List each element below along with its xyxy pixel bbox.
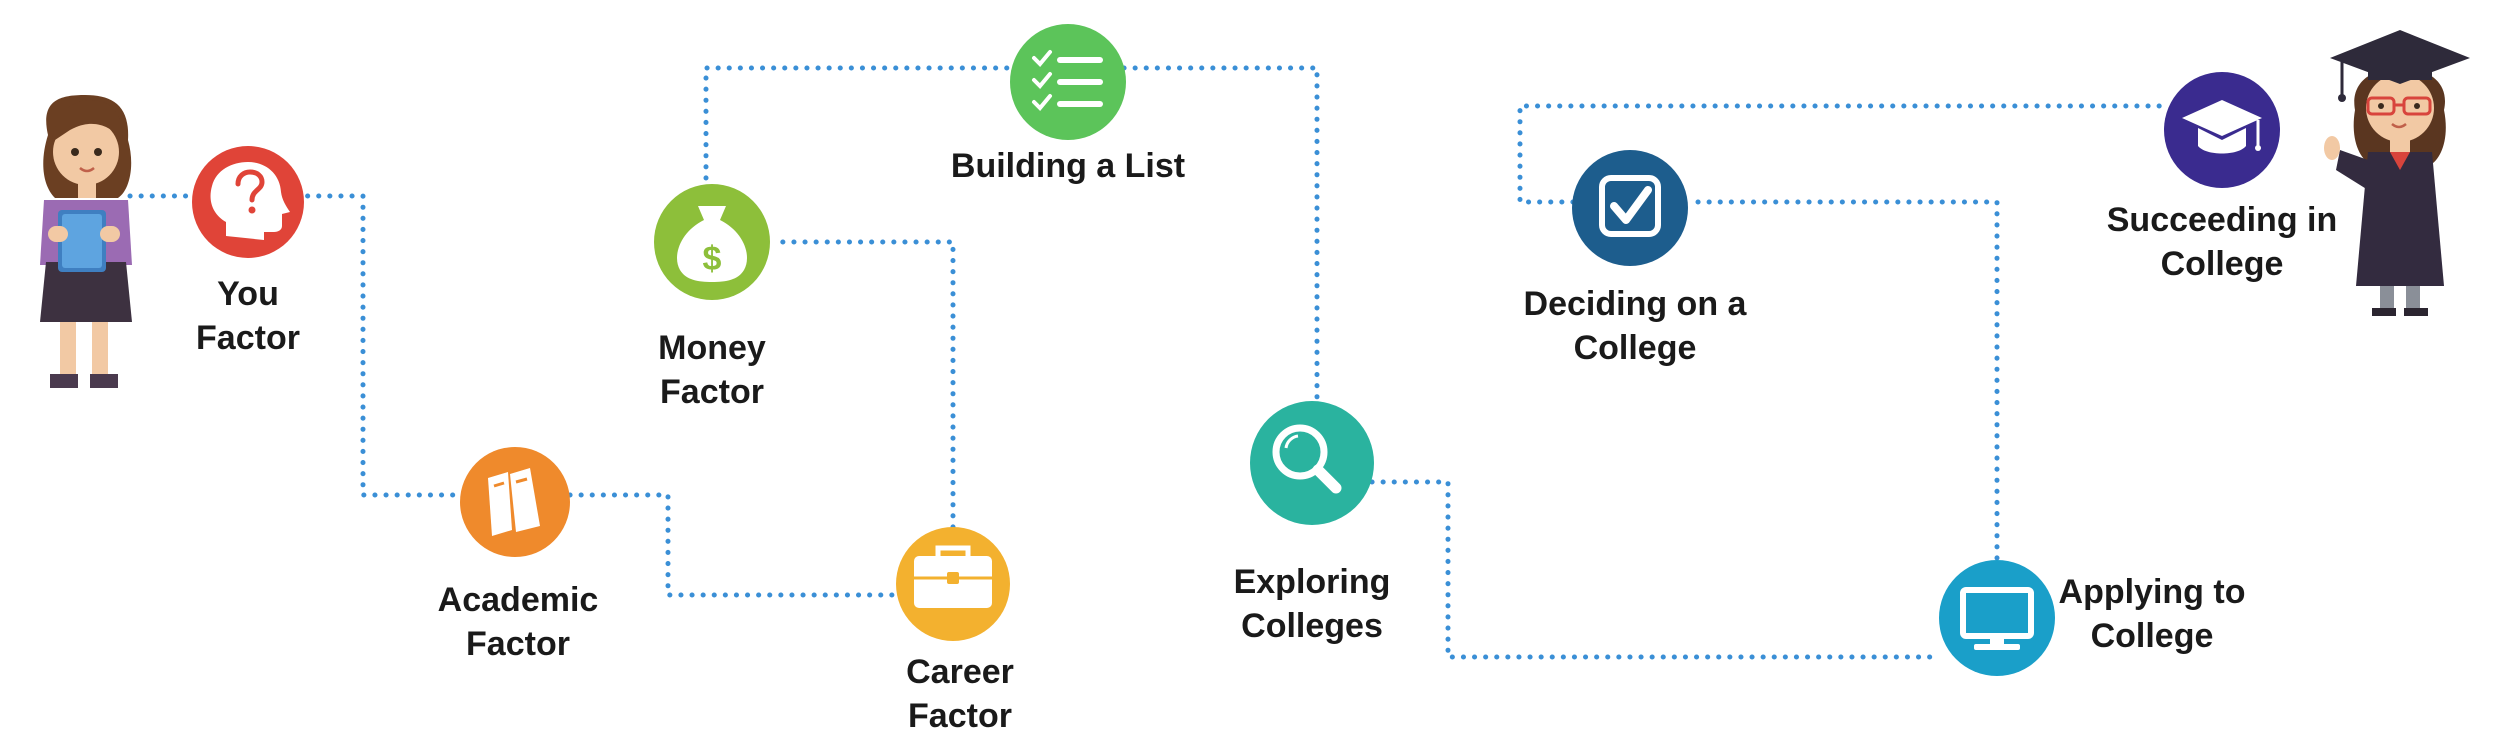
- label-deciding-college: Deciding on a College: [1510, 282, 1760, 370]
- node-list: [1010, 24, 1126, 140]
- student-girl-illustration: [40, 95, 132, 388]
- label-career-line1: Career: [906, 653, 1014, 691]
- label-succeeding-line1: Succeeding in: [2106, 201, 2338, 239]
- graduation-cap-icon: [2182, 100, 2262, 154]
- magnifier-icon: [1272, 424, 1342, 494]
- label-deciding-line1: Deciding on a: [1523, 285, 1747, 323]
- label-you-line1: You: [217, 275, 279, 313]
- label-you-line2: Factor: [196, 319, 300, 357]
- label-money-factor: Money Factor: [632, 326, 792, 414]
- label-succeeding-line2: College: [2160, 245, 2284, 283]
- label-deciding-line2: College: [1573, 329, 1697, 367]
- label-academic-line2: Factor: [466, 625, 570, 663]
- label-academic-line1: Academic: [437, 581, 599, 619]
- node-career: [896, 527, 1010, 641]
- checklist-icon: [1032, 50, 1103, 111]
- label-career-factor: Career Factor: [880, 650, 1040, 738]
- connector-deciding-succeeding: [1517, 103, 2163, 205]
- head-question-icon: [210, 162, 290, 240]
- graduate-illustration: [2324, 30, 2470, 316]
- label-academic-factor: Academic Factor: [418, 578, 618, 666]
- connector-exploring-applying: [1369, 479, 1943, 660]
- money-bag-icon: $: [677, 206, 747, 282]
- connector-career-money: [772, 239, 956, 530]
- node-succeeding: [2164, 72, 2280, 188]
- node-applying: [1939, 560, 2055, 676]
- label-exploring-line2: Colleges: [1241, 607, 1383, 645]
- connector-list-exploring: [1121, 65, 1320, 403]
- node-money: $: [654, 184, 770, 300]
- node-exploring: [1250, 401, 1374, 525]
- node-deciding: [1572, 150, 1688, 266]
- label-career-line2: Factor: [908, 697, 1012, 735]
- checkbox-icon: [1599, 175, 1661, 237]
- connector-paths: [127, 65, 2163, 660]
- label-applying-college: Applying to College: [2052, 570, 2252, 658]
- label-succeeding-college: Succeeding in College: [2092, 198, 2352, 286]
- label-money-line2: Factor: [660, 373, 764, 411]
- connector-applying-deciding: [1687, 199, 2000, 561]
- label-list-line1: Building a List: [950, 147, 1186, 185]
- monitor-icon: [1960, 587, 2034, 650]
- label-money-line1: Money: [658, 329, 766, 367]
- label-you-factor: You Factor: [188, 272, 308, 360]
- label-exploring-colleges: Exploring Colleges: [1222, 560, 1402, 648]
- node-academic: [460, 447, 570, 557]
- label-building-list: Building a List: [948, 144, 1188, 188]
- node-you: [192, 146, 304, 258]
- books-icon: [488, 468, 540, 536]
- label-exploring-line1: Exploring: [1233, 563, 1391, 601]
- svg-text:$: $: [703, 240, 722, 278]
- connector-money-list: [703, 65, 1013, 181]
- label-applying-line1: Applying to: [2058, 573, 2246, 611]
- connector-academic-career: [567, 492, 896, 598]
- label-applying-line2: College: [2090, 617, 2214, 655]
- briefcase-icon: [914, 545, 992, 608]
